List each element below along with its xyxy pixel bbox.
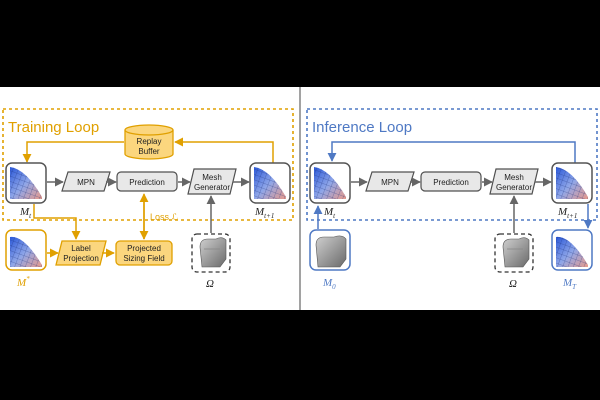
sizing-field-label-2: Sizing Field [123, 254, 164, 263]
training-prediction-node: Prediction [116, 171, 178, 192]
training-mesh-generator-node: Mesh Generator [187, 168, 237, 195]
inference-mT-label: MT [562, 277, 577, 291]
replay-buffer-label-2: Buffer [138, 147, 160, 156]
arrow-inference-feedback [327, 141, 576, 163]
inference-mesh-mt [309, 162, 351, 204]
inference-mpn-node: MPN [365, 171, 415, 192]
training-mpn-node: MPN [61, 171, 111, 192]
pipeline-diagram: Training Loop Replay Buffer Mt MPN Predi… [2, 87, 598, 310]
training-prediction-label: Prediction [129, 178, 165, 187]
projected-sizing-field-node: Projected Sizing Field [115, 240, 173, 266]
inference-mesh-gen-label-2: Generator [496, 183, 532, 192]
inference-mesh-mt1 [551, 162, 593, 204]
inference-loop-title: Inference Loop [312, 119, 412, 136]
inference-mesh-generator-node: Mesh Generator [489, 168, 539, 195]
training-target-mesh [5, 229, 47, 271]
inference-m0-label: M0 [322, 277, 336, 291]
figure-panel: Training Loop Replay Buffer Mt MPN Predi… [0, 87, 600, 310]
inference-mpn-label: MPN [381, 178, 399, 187]
inference-prediction-node: Prediction [420, 171, 482, 192]
arrow-mt1-to-buffer [174, 137, 274, 163]
inference-mesh-mT [551, 229, 593, 271]
training-loop-frame [2, 108, 294, 221]
inference-mt1-label: Mt+1 [557, 206, 577, 220]
label-projection-node: Label Projection [55, 240, 107, 266]
inference-mt-label: Mt [323, 206, 336, 220]
inference-mesh-gen-label-1: Mesh [504, 173, 524, 182]
sizing-field-label-1: Projected [127, 244, 161, 253]
inference-loop-frame [306, 108, 598, 221]
training-omega-label: Ω [206, 278, 214, 290]
inference-mesh-m0 [309, 229, 351, 271]
training-mt-label: Mt [19, 206, 32, 220]
replay-buffer: Replay Buffer [124, 124, 174, 160]
training-mpn-label: MPN [77, 178, 95, 187]
training-mesh-gen-label-1: Mesh [202, 173, 222, 182]
training-loop-title: Training Loop [8, 119, 99, 136]
loss-label: Loss ℒ [150, 212, 179, 222]
arrow-buffer-to-mt [22, 141, 124, 163]
training-mesh-mt1 [249, 162, 291, 204]
training-mesh-gen-label-2: Generator [194, 183, 230, 192]
training-mt1-label: Mt+1 [254, 206, 274, 220]
inference-omega-label: Ω [509, 278, 517, 290]
replay-buffer-label-1: Replay [137, 137, 162, 146]
arrow-mt-to-label-projection [33, 204, 81, 240]
label-projection-label-1: Label [71, 244, 91, 253]
inference-omega-geometry [494, 233, 534, 273]
training-mstar-label: M* [16, 275, 30, 289]
training-omega-geometry [191, 233, 231, 273]
inference-prediction-label: Prediction [433, 178, 469, 187]
training-mesh-mt [5, 162, 47, 204]
label-projection-label-2: Projection [63, 254, 99, 263]
